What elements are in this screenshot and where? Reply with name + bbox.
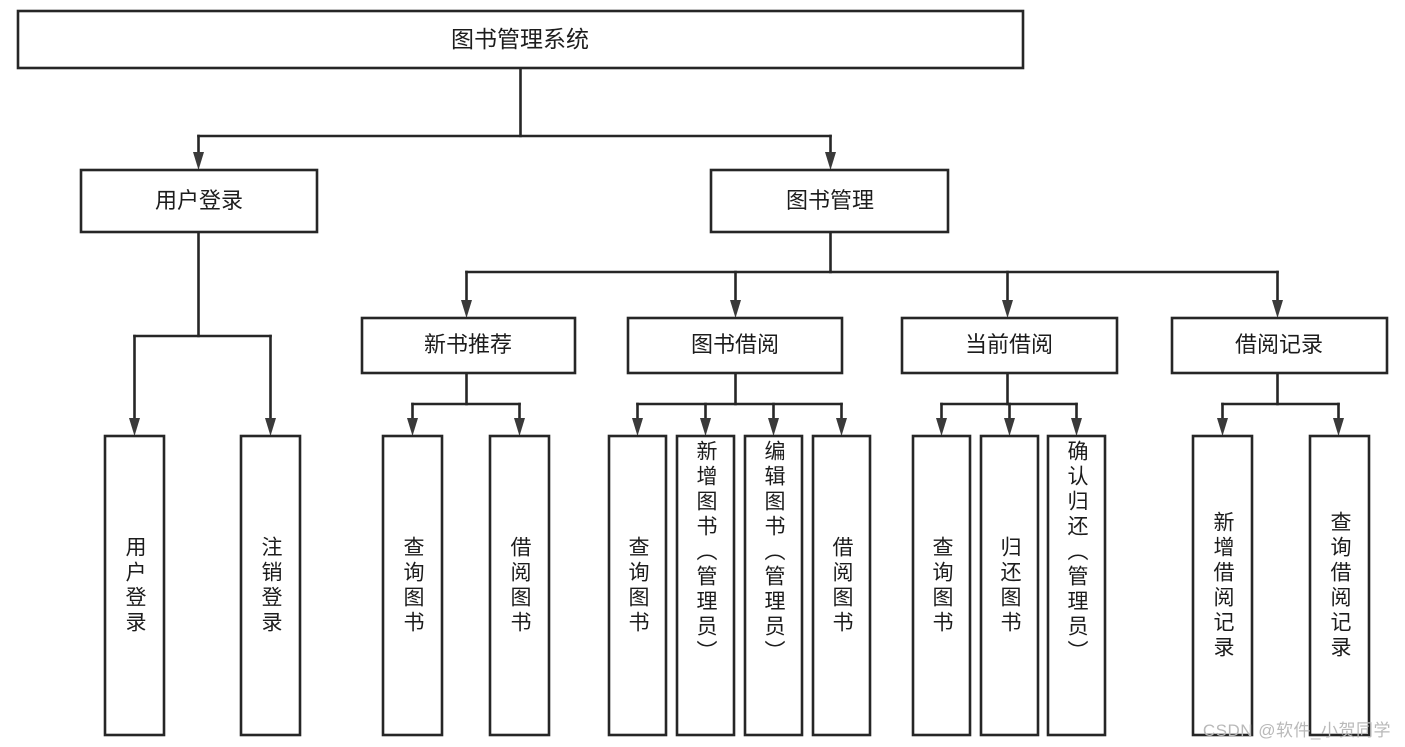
leaf-box-borrow-book-2[interactable] bbox=[811, 434, 872, 737]
arrowhead-book-manage bbox=[825, 152, 836, 170]
arrowhead-record-leaf1 bbox=[1217, 418, 1228, 436]
arrowhead-borrow-leaf1 bbox=[632, 418, 643, 436]
arrowhead-leaf-logout bbox=[265, 418, 276, 436]
arrowhead-group bbox=[129, 152, 1344, 436]
node-borrow-record[interactable]: 借阅记录 bbox=[1170, 316, 1389, 375]
leaf-box-edit-book-admin[interactable] bbox=[743, 434, 804, 737]
csdn-watermark: CSDN @软件_小贺同学 bbox=[1202, 721, 1391, 740]
leaf-box-query-book-2[interactable] bbox=[607, 434, 668, 737]
node-current-borrow[interactable]: 当前借阅 bbox=[900, 316, 1119, 375]
node-new-book-recommend-box bbox=[360, 316, 577, 375]
arrowhead-borrow bbox=[730, 300, 741, 318]
node-book-manage-label: 图书管理 bbox=[786, 188, 874, 213]
node-root-box bbox=[16, 9, 1025, 70]
node-user-login-label: 用户登录 bbox=[155, 188, 243, 213]
node-book-manage-box bbox=[709, 168, 950, 234]
arrowhead-current-leaf1 bbox=[936, 418, 947, 436]
node-current-borrow-box bbox=[900, 316, 1119, 375]
node-book-borrow-label: 图书借阅 bbox=[691, 332, 779, 357]
node-new-book-recommend-label: 新书推荐 bbox=[424, 332, 512, 357]
node-book-borrow[interactable]: 图书借阅 bbox=[626, 316, 844, 375]
leaf-box-return-book[interactable] bbox=[979, 434, 1040, 737]
node-new-book-recommend[interactable]: 新书推荐 bbox=[360, 316, 577, 375]
node-book-borrow-box bbox=[626, 316, 844, 375]
node-borrow-record-box bbox=[1170, 316, 1389, 375]
node-user-login[interactable]: 用户登录 bbox=[79, 168, 319, 234]
arrowhead-newbook-leaf2 bbox=[514, 418, 525, 436]
arrowhead-borrow-leaf4 bbox=[836, 418, 847, 436]
leaf-box-confirm-return-admin[interactable] bbox=[1046, 434, 1107, 737]
leaf-box-borrow-book-1[interactable] bbox=[488, 434, 551, 737]
connector-group bbox=[133, 66, 1340, 420]
leaf-box-query-book-1[interactable] bbox=[381, 434, 444, 737]
arrowhead-current-leaf2 bbox=[1004, 418, 1015, 436]
leaf-box-query-borrow-record[interactable] bbox=[1308, 434, 1371, 737]
node-borrow-record-label: 借阅记录 bbox=[1235, 332, 1323, 357]
leaf-box-query-book-3[interactable] bbox=[911, 434, 972, 737]
arrowhead-record bbox=[1272, 300, 1283, 318]
node-root-system[interactable]: 图书管理系统 bbox=[16, 9, 1025, 70]
leaf-box-logout[interactable] bbox=[239, 434, 302, 737]
node-user-login-box bbox=[79, 168, 319, 234]
arrowhead-borrow-leaf3 bbox=[768, 418, 779, 436]
leaf-box-group bbox=[103, 434, 1371, 737]
arrowhead-newbook bbox=[461, 300, 472, 318]
node-book-manage[interactable]: 图书管理 bbox=[709, 168, 950, 234]
node-current-borrow-label: 当前借阅 bbox=[965, 332, 1053, 357]
arrowhead-record-leaf2 bbox=[1333, 418, 1344, 436]
arrowhead-current-leaf3 bbox=[1071, 418, 1082, 436]
arrowhead-newbook-leaf1 bbox=[407, 418, 418, 436]
leaf-box-user-login[interactable] bbox=[103, 434, 166, 737]
arrowhead-borrow-leaf2 bbox=[700, 418, 711, 436]
node-root-label: 图书管理系统 bbox=[451, 26, 589, 52]
arrowhead-current bbox=[1002, 300, 1013, 318]
leaf-box-add-borrow-record[interactable] bbox=[1191, 434, 1254, 737]
arrowhead-user-login bbox=[193, 152, 204, 170]
leaf-box-add-book-admin[interactable] bbox=[675, 434, 736, 737]
arrowhead-leaf-user-login bbox=[129, 418, 140, 436]
